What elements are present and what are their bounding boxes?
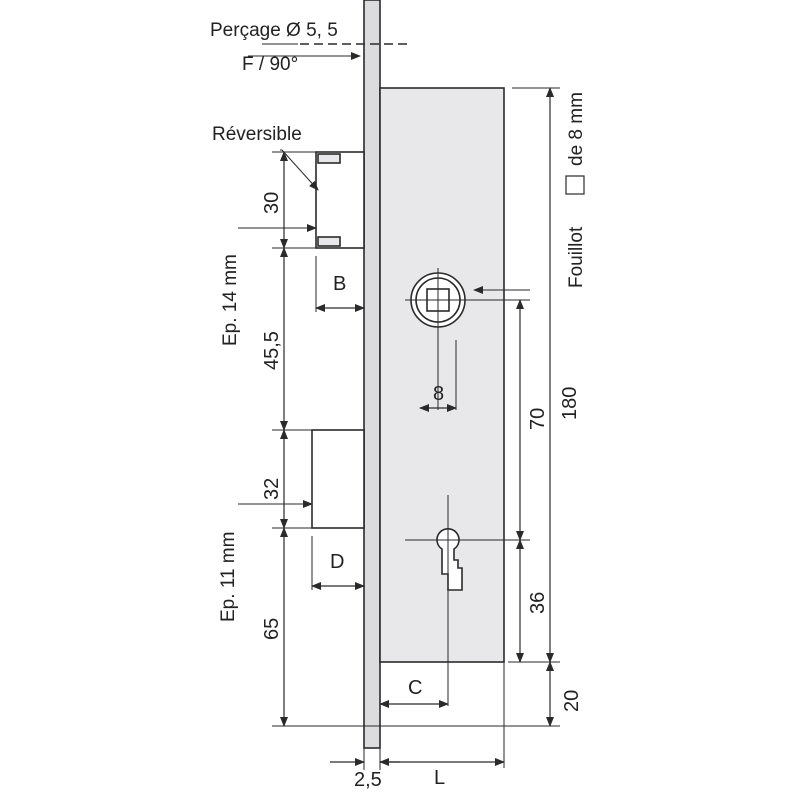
dim-letter-c: C (408, 677, 422, 699)
dim-70: 70 (527, 408, 549, 430)
keyhole (436, 528, 463, 591)
fouillot-size-label: de 8 mm (566, 92, 587, 166)
fixing-label: F / 90° (242, 54, 298, 75)
dim-32: 32 (261, 478, 283, 500)
dim-letter-b: B (333, 273, 346, 295)
fouillot-square-symbol (565, 175, 585, 195)
reversible-latch (315, 151, 365, 249)
dim-letter-d: D (330, 551, 344, 573)
thickness-11-label: Ep. 11 mm (218, 532, 239, 622)
deadbolt (311, 429, 365, 529)
dim-45-5: 45,5 (261, 331, 283, 370)
dim-20: 20 (561, 690, 583, 712)
dim-36: 36 (527, 592, 549, 614)
lock-case (379, 87, 505, 663)
reversible-label: Réversible (212, 124, 302, 145)
dim-2-5: 2,5 (354, 769, 382, 791)
thickness-14-label: Ep. 14 mm (220, 254, 241, 346)
dim-8: 8 (433, 383, 444, 405)
drilling-label: Perçage Ø 5, 5 (210, 20, 338, 41)
dim-65: 65 (261, 618, 283, 640)
dim-180: 180 (559, 387, 581, 420)
dim-30: 30 (261, 192, 283, 214)
dim-letter-l: L (434, 767, 445, 789)
fouillot-label: Fouillot (566, 226, 587, 288)
faceplate (363, 0, 381, 749)
